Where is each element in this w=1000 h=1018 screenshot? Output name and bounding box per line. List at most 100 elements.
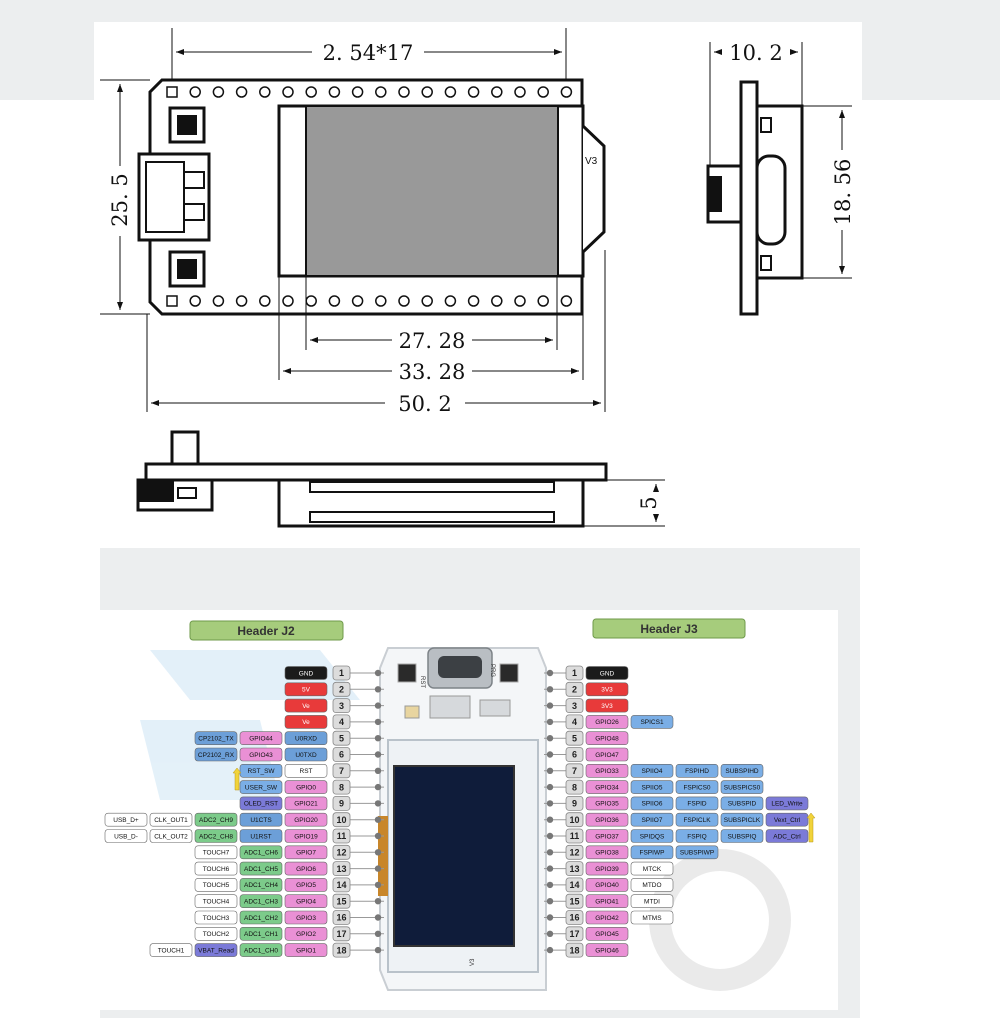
pin-hole bbox=[537, 295, 549, 307]
header-pin-dot bbox=[546, 865, 554, 872]
pin-label: GPIO35 bbox=[585, 796, 629, 811]
pin-hole bbox=[189, 295, 201, 307]
header-pin-dot bbox=[374, 914, 382, 921]
pin-label-text: SUBSPICS0 bbox=[724, 784, 761, 791]
pin-label: GPIO38 bbox=[585, 845, 629, 860]
pin-label: 5V bbox=[284, 682, 328, 697]
pin-number: 8 bbox=[572, 782, 577, 792]
pin-label-text: MTMS bbox=[642, 915, 662, 922]
pin-label-text: U1RST bbox=[250, 833, 271, 840]
pin-label: GPIO33 bbox=[585, 763, 629, 778]
pin-row: 3 bbox=[544, 698, 584, 713]
pin-label-text: GPIO7 bbox=[296, 850, 316, 857]
pin-hole-square bbox=[166, 295, 178, 307]
pin-row: 6 bbox=[544, 747, 584, 762]
board-top-view: V3 bbox=[137, 78, 606, 316]
pin-label: GPIO26 bbox=[585, 715, 629, 729]
pin-label-text: GPIO41 bbox=[595, 899, 619, 906]
pin-label-text: CP2102_TX bbox=[198, 736, 234, 743]
pin-label-text: LED_Write bbox=[771, 801, 803, 808]
pin-number-box bbox=[332, 779, 351, 795]
background-band-right bbox=[860, 100, 1000, 1018]
pin-number: 10 bbox=[336, 815, 346, 825]
pin-number: 18 bbox=[336, 945, 346, 955]
pin-row: 5 bbox=[332, 730, 384, 746]
pin-number: 10 bbox=[569, 815, 579, 825]
pin-label-text: VBAT_Read bbox=[198, 947, 234, 954]
pin-hole bbox=[444, 295, 457, 307]
pin-number: 14 bbox=[569, 880, 579, 890]
pin-row: 1 bbox=[332, 665, 384, 681]
pin-hole bbox=[514, 86, 526, 98]
pin-label-text: GND bbox=[299, 670, 314, 677]
header-pin-dot bbox=[374, 898, 382, 905]
pin-hole bbox=[259, 86, 271, 98]
dim-side-thickness: 10. 2 bbox=[729, 41, 782, 65]
pin-number-box bbox=[565, 812, 584, 828]
pin-label-text: FSPIQ bbox=[687, 833, 707, 840]
pin-row: 10 bbox=[544, 812, 584, 828]
pin-label-text: TOUCH1 bbox=[158, 947, 185, 954]
pin-label-text: CP2102_RX bbox=[198, 752, 235, 759]
pin-label: GPIO2 bbox=[284, 926, 328, 941]
pin-label: 3V3 bbox=[585, 682, 629, 697]
pin-label: ADC1_CH2 bbox=[239, 910, 283, 925]
pin-row: 16 bbox=[332, 910, 384, 925]
pin-label: GPIO19 bbox=[284, 829, 328, 843]
board-side-view: 10. 2 18. 56 bbox=[706, 41, 855, 316]
yellow-arrows bbox=[232, 767, 816, 843]
pin-number: 3 bbox=[572, 701, 577, 711]
dim-pitch-total: 2. 54*17 bbox=[323, 41, 414, 65]
pin-row: 15 bbox=[544, 893, 584, 909]
header-pin-dot bbox=[546, 946, 554, 954]
pin-number-box bbox=[565, 779, 584, 795]
pin-label-text: MTDO bbox=[642, 882, 661, 889]
dim-board-height: 25. 5 bbox=[108, 173, 132, 226]
pin-label: GPIO20 bbox=[284, 812, 328, 827]
pin-number: 14 bbox=[336, 880, 346, 890]
pin-label-text: OLED_RST bbox=[244, 801, 278, 808]
header-pin-dot bbox=[546, 914, 554, 921]
pin-label-text: GPIO34 bbox=[595, 784, 619, 791]
pin-label-text: FSPIWP bbox=[640, 850, 665, 857]
pin-label: USB_D+ bbox=[104, 812, 148, 827]
pin-label: USER_SW bbox=[239, 780, 283, 794]
pin-label-text: SPIIO4 bbox=[642, 768, 663, 775]
pin-number-box bbox=[565, 844, 584, 860]
pin-number-box bbox=[332, 796, 351, 811]
pin-number: 18 bbox=[569, 945, 579, 955]
pin-label: USB_D- bbox=[104, 829, 148, 843]
pin-row: 13 bbox=[332, 861, 384, 876]
pin-hole bbox=[560, 86, 573, 98]
pin-number-box bbox=[565, 698, 584, 713]
header-pin-dot bbox=[374, 930, 382, 937]
pin-label: GPIO6 bbox=[284, 861, 328, 876]
header-pin-dot bbox=[374, 735, 382, 742]
pin-row: 9 bbox=[544, 796, 584, 811]
header-pin-dot bbox=[546, 718, 554, 726]
pin-hole bbox=[514, 295, 526, 307]
pin-row: 14 bbox=[332, 877, 384, 893]
pin-label: GPIO39 bbox=[585, 861, 629, 876]
board-silkscreen-v3: V3 bbox=[585, 156, 598, 167]
pin-label-text: CLK_OUT1 bbox=[154, 817, 188, 824]
pin-label-text: GPIO45 bbox=[595, 931, 619, 938]
pin-row: 12 bbox=[332, 844, 384, 860]
pin-number-box bbox=[565, 828, 584, 844]
pin-number-box bbox=[332, 910, 351, 925]
pin-label-text: CLK_OUT2 bbox=[154, 833, 188, 840]
pin-hole bbox=[328, 295, 341, 307]
pin-row: 14 bbox=[544, 877, 584, 893]
pin-label-text: GPIO19 bbox=[294, 833, 318, 840]
pin-label: ADC_Ctrl bbox=[765, 829, 809, 843]
header-pin-dot bbox=[546, 898, 554, 905]
pin-label-text: GPIO33 bbox=[595, 768, 619, 775]
pin-label-text: ADC1_CH4 bbox=[244, 882, 278, 889]
pin-hole bbox=[467, 295, 480, 307]
header-pin-dot bbox=[546, 783, 554, 791]
pin-row: 1 bbox=[544, 665, 584, 681]
header-pin-dot bbox=[374, 816, 382, 823]
pin-label-text: GPIO26 bbox=[595, 719, 619, 726]
pin-label-text: ADC2_CH8 bbox=[199, 833, 233, 840]
pin-label-text: FSPIHD bbox=[685, 768, 709, 775]
